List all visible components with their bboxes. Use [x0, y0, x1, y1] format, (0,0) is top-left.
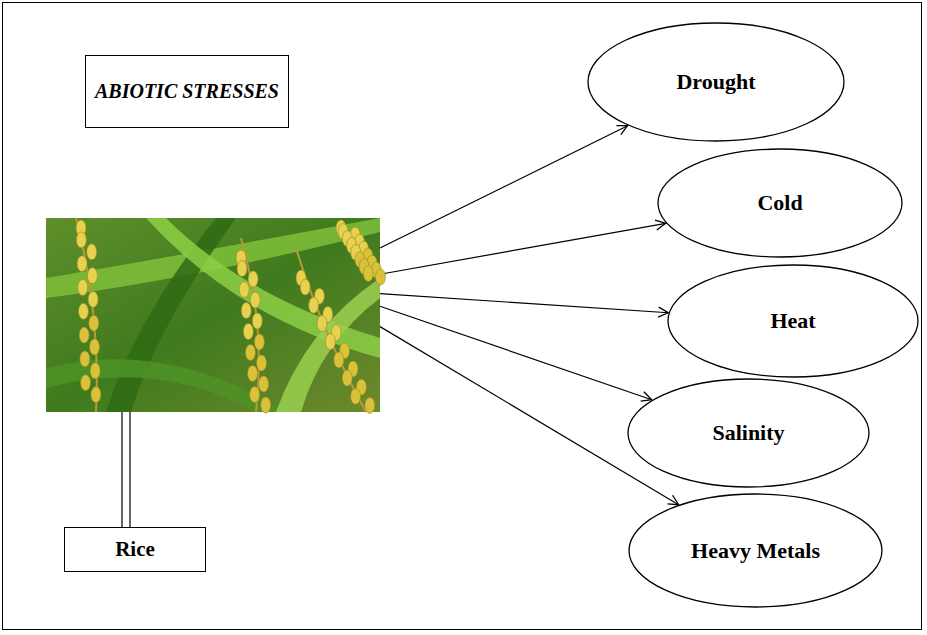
- node-label: Heat: [770, 308, 815, 333]
- photo-ground: [46, 218, 380, 412]
- label-box: Rice: [64, 527, 206, 572]
- rice-leaf: [46, 359, 286, 412]
- rice-grain: [88, 291, 98, 307]
- title-text: ABIOTIC STRESSES: [95, 80, 279, 103]
- rice-grain: [317, 316, 327, 332]
- title-box: ABIOTIC STRESSES: [85, 55, 289, 128]
- rice-grain: [90, 363, 100, 379]
- rice-grain: [87, 268, 97, 284]
- rice-grain: [342, 370, 352, 386]
- arrow-connector: [380, 223, 666, 274]
- ellipse-shape: [629, 494, 882, 607]
- rice-grain: [77, 256, 87, 272]
- ellipse-shape: [658, 149, 902, 257]
- rice-grain: [87, 244, 97, 260]
- rice-grain: [243, 324, 253, 340]
- rice-grain: [239, 282, 249, 298]
- stress-ellipse: Cold: [657, 148, 903, 258]
- ellipse-shape: [628, 379, 869, 487]
- rice-grain: [81, 375, 91, 391]
- rice-grain: [241, 303, 251, 319]
- node-label: Heavy Metals: [691, 538, 820, 563]
- rice-grain: [248, 366, 258, 382]
- rice-grain: [91, 387, 101, 403]
- panicle-stem: [296, 248, 366, 412]
- double-line: [121, 412, 122, 527]
- rice-grain: [309, 297, 319, 313]
- arrow-connector: [380, 126, 628, 248]
- rice-grain: [245, 345, 255, 361]
- rice-grain: [76, 232, 86, 248]
- arrow-connector: [380, 306, 652, 399]
- rice-grain: [300, 279, 310, 295]
- rice-grain: [261, 397, 271, 413]
- rice-grain: [248, 271, 258, 287]
- rice-photo: Rice: [46, 218, 380, 412]
- rice-grain: [250, 292, 260, 308]
- ellipse-shape: [588, 23, 844, 141]
- rice-grain: [90, 339, 100, 355]
- rice-grain: [363, 266, 373, 282]
- rice-grain: [78, 303, 88, 319]
- rice-grain: [254, 334, 264, 350]
- stress-ellipse: Salinity: [627, 378, 870, 488]
- rice-grain: [325, 334, 335, 350]
- double-line: [129, 412, 130, 527]
- rice-grain: [250, 387, 260, 403]
- rice-grain: [89, 315, 99, 331]
- rice-grain: [78, 280, 88, 296]
- node-label: Drought: [676, 69, 755, 94]
- rice-grain: [80, 351, 90, 367]
- rice-grain: [375, 269, 385, 285]
- rice-grain: [257, 355, 267, 371]
- rice-grain: [365, 397, 375, 413]
- node-label: Rice: [115, 537, 155, 561]
- rice-leaf: [146, 218, 380, 358]
- stress-ellipse: Heat: [667, 264, 919, 378]
- rice-grain: [252, 313, 262, 329]
- rice-grain: [334, 352, 344, 368]
- stress-ellipse: Drought: [587, 22, 845, 142]
- rice-illustration: [46, 218, 380, 412]
- node-label: Salinity: [712, 420, 784, 445]
- rice-leaf: [276, 278, 380, 412]
- stress-ellipse: Heavy Metals: [628, 493, 883, 608]
- rice-grain: [259, 376, 269, 392]
- rice-grain: [79, 327, 89, 343]
- rice-grain: [237, 261, 247, 277]
- arrow-connector: [380, 294, 668, 313]
- rice-grain: [351, 388, 361, 404]
- ellipse-shape: [668, 265, 918, 377]
- node-label: Cold: [757, 190, 802, 215]
